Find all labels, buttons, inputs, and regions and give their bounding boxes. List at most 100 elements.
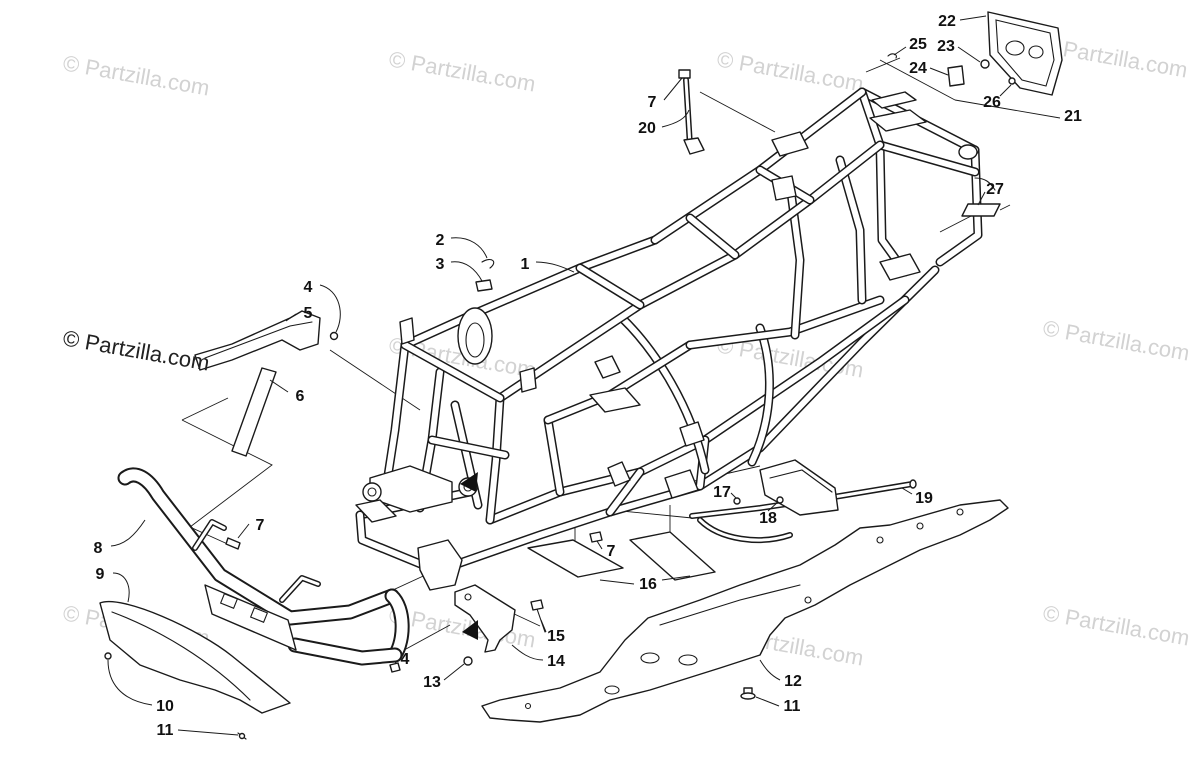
frame-tube: [357, 512, 443, 575]
assembly-line: [181, 397, 229, 421]
leader-line: [959, 15, 987, 21]
engine-mount-tab: [679, 421, 705, 447]
callouts: 22 25 23 24 26 21 7 20 27 2 3 1 4 5 6 17…: [94, 13, 1082, 739]
callout-4: 4: [401, 651, 410, 668]
assembly-line: [939, 213, 976, 233]
leader-line: [977, 191, 986, 206]
watermark-main: © Partzilla.com: [61, 325, 211, 375]
rack-plate: [871, 91, 917, 109]
main-skid-plate: [481, 499, 1009, 723]
skid-plate-hole: [916, 522, 924, 530]
footrest-pads: [527, 531, 716, 581]
shock-mount: [771, 175, 797, 201]
assembly-line: [999, 204, 1011, 211]
leader-line: [237, 523, 250, 539]
callout-8: 8: [94, 540, 103, 557]
grommet-25: [887, 53, 897, 59]
callout-1: 1: [521, 256, 530, 273]
bumper-tube: [289, 639, 401, 664]
frame-tube: [497, 142, 883, 401]
strap-20-tab: [683, 137, 705, 155]
callout-22: 22: [938, 13, 956, 30]
assembly-line: [879, 59, 956, 101]
watermark: © Partzilla.com: [1041, 315, 1191, 365]
bumper-plate-slot: [249, 607, 269, 623]
callout-10: 10: [156, 698, 174, 715]
skid-plate-hole: [876, 536, 884, 544]
bumper-tube: [119, 469, 398, 624]
leader-line: [110, 519, 146, 547]
bolt-7: [225, 537, 241, 550]
bolt-7: [589, 531, 603, 543]
bolt-11-head: [238, 732, 246, 740]
leader-line: [511, 644, 544, 661]
front-crossmember-plate: [355, 499, 397, 523]
nut-26: [1008, 77, 1016, 85]
bolt-15: [535, 605, 546, 633]
bolt-7: [678, 69, 691, 79]
skid-plate-hole: [524, 702, 532, 710]
rear-footrest-assembly: [689, 459, 917, 543]
nut-13: [463, 656, 473, 666]
skid-plate-12: [481, 499, 1009, 723]
leader-line: [107, 659, 153, 706]
leader-line: [285, 313, 297, 322]
assembly-line: [865, 57, 901, 73]
skid-plate-rib: [659, 584, 801, 626]
bracket-18-edge: [769, 469, 833, 493]
lower-front-plate: [417, 539, 463, 591]
leader-line: [759, 659, 781, 681]
taillight-bulb-seat: [1005, 40, 1025, 56]
clip-2: [481, 259, 495, 269]
bracket-14-hole: [464, 593, 472, 601]
callout-2: 2: [436, 232, 445, 249]
leader-line: [767, 501, 779, 512]
a-arm-bushing-bore: [367, 487, 377, 497]
skid-plate-hole: [804, 596, 812, 604]
callout-14: 14: [547, 653, 565, 670]
callout-16: 16: [639, 576, 657, 593]
skid-plate-9-fold: [111, 611, 251, 701]
taillight-21: [987, 11, 1063, 96]
steering-head-bore: [465, 322, 485, 358]
clip-3: [475, 279, 493, 292]
bolt-17: [733, 497, 741, 505]
frame-tube: [487, 297, 908, 523]
leader-line: [443, 663, 465, 681]
bolt-4: [329, 331, 339, 341]
leader-line: [929, 67, 949, 76]
assembly-line: [954, 99, 1061, 119]
watermark: © Partzilla.com: [1041, 600, 1191, 650]
bolt-18: [776, 496, 784, 504]
rack-plate: [869, 109, 927, 132]
strap-20: [678, 69, 705, 155]
assembly-line: [181, 419, 273, 547]
frame-tube: [687, 297, 883, 348]
callout-24: 24: [909, 60, 927, 77]
tube-19-end: [909, 479, 917, 489]
bracket-5-edge: [204, 321, 313, 359]
upper-tab: [399, 317, 415, 345]
leader-line: [893, 46, 907, 56]
leader-line: [450, 237, 488, 259]
callout-3: 3: [436, 256, 445, 273]
bumper-support: [280, 576, 320, 602]
strap-6: [231, 367, 277, 457]
skid-plate-hole: [640, 652, 660, 664]
mid-plate: [589, 387, 641, 413]
taillight-lens: [995, 19, 1055, 87]
frame-tube: [619, 315, 708, 473]
callout-6: 6: [296, 388, 305, 405]
direction-arrow-icon: [460, 472, 478, 492]
pad-16: [527, 539, 624, 578]
bolt-10: [104, 652, 112, 660]
brackets-4-5-6: [194, 310, 339, 457]
pad-16: [629, 531, 716, 581]
callout-9: 9: [96, 566, 105, 583]
frame-tube: [687, 215, 738, 258]
callout-17: 17: [713, 484, 731, 501]
clips-2-3: [475, 259, 495, 292]
leader-line: [599, 579, 635, 585]
callout-19: 19: [915, 490, 933, 507]
